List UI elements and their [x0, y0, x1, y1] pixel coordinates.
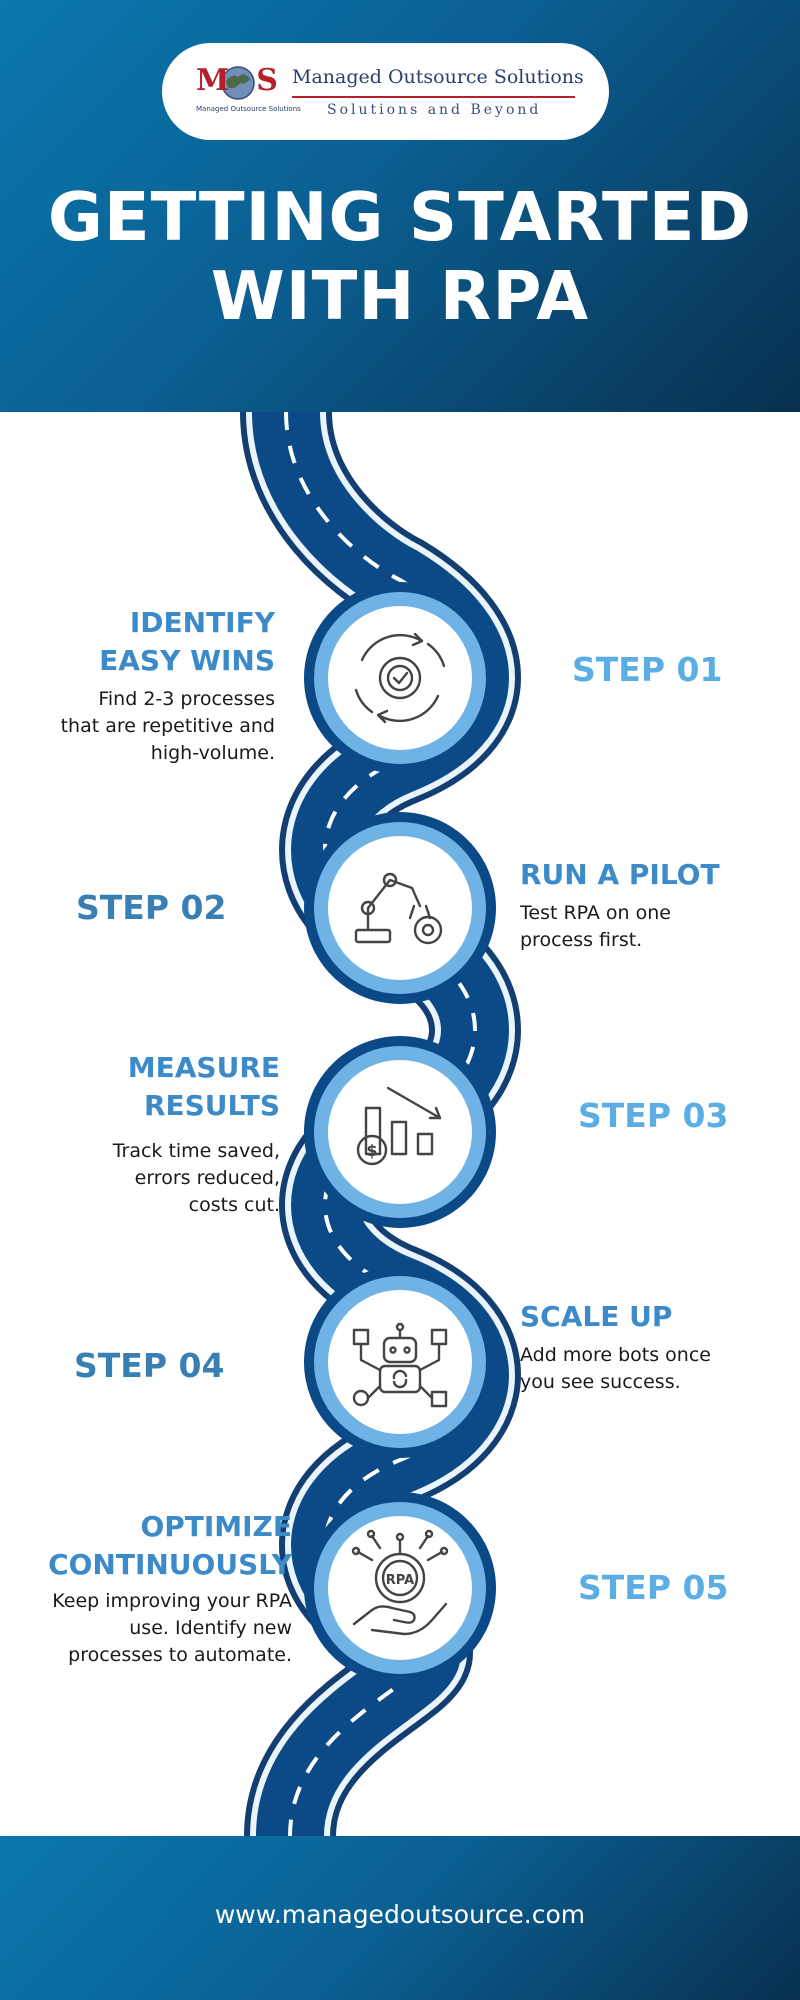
svg-text:RPA: RPA	[386, 1573, 414, 1588]
step-4-heading: SCALE UP	[520, 1300, 673, 1333]
svg-text:$: $	[366, 1141, 377, 1160]
company-name: Managed Outsource Solutions	[292, 66, 584, 88]
website-link[interactable]: www.managedoutsource.com	[214, 1900, 586, 1929]
step-2-label: STEP 02	[76, 888, 227, 927]
step-1-description: Find 2-3 processes that are repetitive a…	[60, 688, 275, 764]
step-3-label: STEP 03	[578, 1096, 729, 1135]
logo-small-text: Managed Outsource Solutions	[196, 105, 301, 113]
step-5-description: Keep improving your RPA use. Identify ne…	[52, 1590, 292, 1666]
rpa-gear-hand-icon: RPA	[351, 1529, 449, 1636]
step-5-label: STEP 05	[578, 1568, 729, 1607]
logo-divider	[292, 96, 575, 98]
step-1-label: STEP 01	[572, 650, 723, 689]
step-circle-5	[304, 1492, 496, 1684]
company-tagline: Solutions and Beyond	[327, 102, 542, 118]
step-circle-2	[304, 812, 496, 1004]
robot-network-icon	[352, 1322, 448, 1408]
step-3-description: Track time saved, errors reduced, costs …	[112, 1140, 280, 1216]
globe-icon	[221, 66, 255, 100]
step-3-heading: MEASURE RESULTS	[127, 1051, 280, 1122]
cost-reduction-chart-icon: $	[356, 1086, 442, 1166]
robot-arm-gear-icon	[354, 872, 443, 945]
step-4-description: Add more bots once you see success.	[520, 1344, 711, 1393]
gear-cycle-check-icon	[354, 632, 446, 724]
step-4-label: STEP 04	[74, 1346, 225, 1385]
step-5-heading: OPTIMIZE CONTINUOUSLY	[48, 1510, 292, 1581]
footer-banner: www.managedoutsource.com	[0, 1836, 800, 2000]
step-circle-3	[304, 1036, 496, 1228]
step-circle-1	[304, 582, 496, 774]
step-1-heading: IDENTIFY EASY WINS	[99, 606, 275, 677]
step-2-heading: RUN A PILOT	[520, 858, 720, 891]
step-2-description: Test RPA on one process first.	[520, 902, 671, 951]
